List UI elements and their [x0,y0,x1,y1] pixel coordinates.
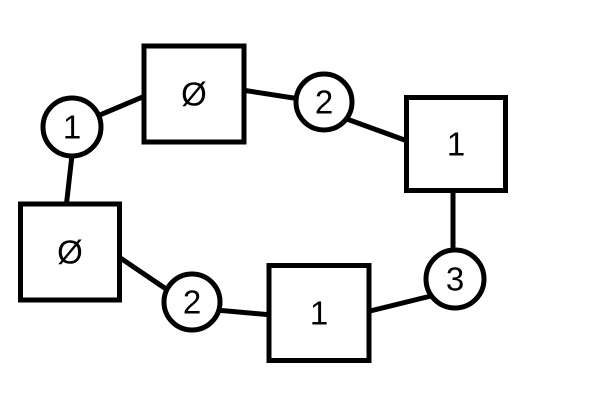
edge-square-null-left--circle-1 [63,154,75,209]
node-square-1-right-square-icon [404,95,508,193]
node-circle-2-top-circle-icon [293,71,355,133]
node-square-null-top-label: Ø [181,76,207,113]
edge-circle-2-top--square-1-right [343,115,411,145]
node-circle-2-bottom-label: 2 [183,284,201,321]
node-circle-1-label: 1 [63,109,81,146]
node-square-null-left-label: Ø [57,234,83,271]
node-square-null-left-square-icon [18,201,122,303]
node-circle-3-circle-icon [423,247,487,311]
node-square-1-right-label: 1 [447,126,465,163]
node-square-null-top-square-icon [141,43,247,145]
node-circle-3-label: 3 [446,261,464,298]
node-circle-2-top-label: 2 [315,84,333,121]
edge-square-null-top--circle-2-top [241,87,301,102]
edge-circle-3--square-1-bottom [365,292,436,315]
node-square-1-bottom-label: 1 [310,295,328,332]
node-circle-2-bottom-circle-icon [161,271,223,333]
edge-circle-2-bottom--square-null-left [114,252,174,296]
edge-square-1-bottom--circle-2-bottom [215,307,273,318]
node-square-1-bottom-square-icon [266,263,372,363]
node-circle-1-circle-icon [40,95,104,159]
